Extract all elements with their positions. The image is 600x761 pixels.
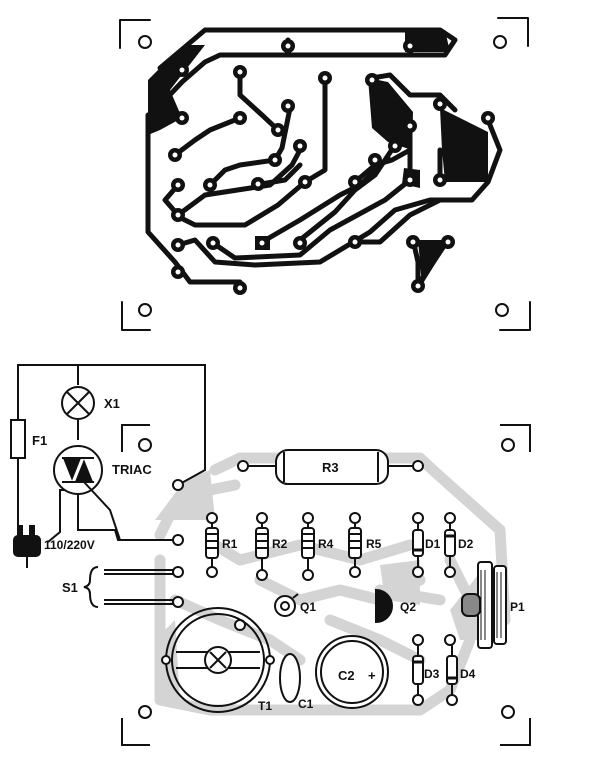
diode-d4 [446, 645, 458, 695]
capacitor-c1 [279, 653, 301, 703]
r1-label: R1 [222, 537, 238, 551]
r4-label: R4 [318, 537, 334, 551]
c2-label: C2 [338, 668, 355, 683]
pcb-copper-layout [119, 17, 531, 331]
diode-d1 [412, 523, 424, 567]
registration-marks-top [119, 17, 531, 331]
lamp-label: X1 [104, 396, 120, 411]
potentiometer-p1 [461, 561, 507, 649]
resistor-r2 [255, 523, 269, 570]
q1-label: Q1 [300, 600, 316, 614]
fuse-symbol [10, 419, 26, 459]
board-pads [172, 460, 458, 706]
resistor-r4 [301, 523, 315, 570]
p1-label: P1 [510, 600, 525, 614]
diode-d2 [444, 523, 456, 567]
resistor-r5 [348, 523, 362, 567]
d2-label: D2 [458, 537, 474, 551]
pad-holes [172, 43, 491, 291]
mains-plug [13, 525, 41, 568]
d3-label: D3 [424, 667, 440, 681]
component-layout: F1 X1 TRIAC 110/220V [10, 364, 531, 746]
transistor-q2 [375, 588, 393, 624]
d1-label: D1 [425, 537, 441, 551]
diode-d3 [412, 645, 424, 695]
lamp-symbol [61, 386, 95, 420]
fuse-label: F1 [32, 433, 47, 448]
d4-label: D4 [460, 667, 476, 681]
c2-polarity: + [368, 668, 376, 683]
triac-label: TRIAC [112, 462, 152, 477]
registration-marks-bottom [121, 424, 531, 746]
transistor-q1 [274, 593, 299, 617]
r2-label: R2 [272, 537, 288, 551]
t1-label: T1 [258, 699, 272, 713]
switch-label: S1 [62, 580, 78, 595]
resistor-r1 [205, 523, 219, 567]
q2-label: Q2 [400, 600, 416, 614]
triac-symbol [53, 445, 121, 541]
resistor-r3 [248, 449, 413, 485]
r5-label: R5 [366, 537, 382, 551]
c1-label: C1 [298, 697, 314, 711]
switch-wires [83, 566, 178, 608]
transformer-t1 [161, 607, 275, 713]
capacitor-c2 [315, 635, 389, 709]
plug-label: 110/220V [44, 538, 95, 552]
r3-label: R3 [322, 460, 339, 475]
